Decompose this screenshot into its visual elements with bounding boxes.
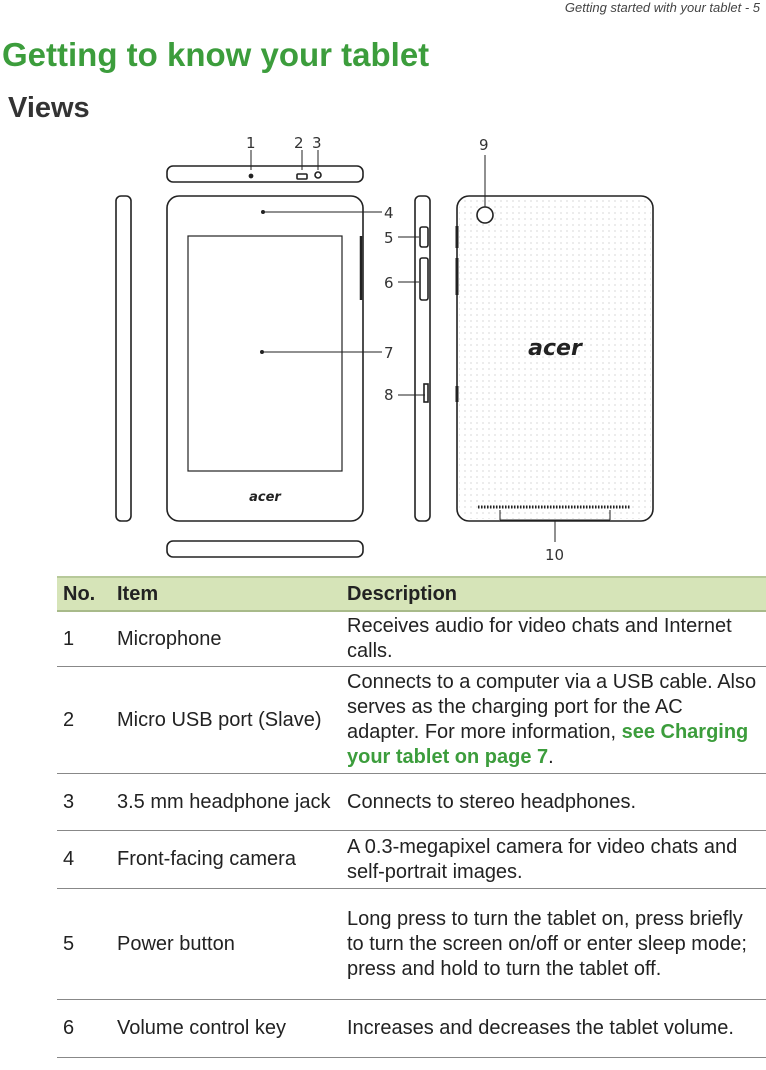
front-view [166, 195, 364, 522]
row-item: Microphone [111, 611, 341, 667]
table-row: 1 Microphone Receives audio for video ch… [57, 611, 766, 667]
row-no: 2 [57, 666, 111, 774]
row-description: A 0.3-megapixel camera for video chats a… [341, 830, 766, 889]
table-header-row: No. Item Description [57, 576, 766, 612]
callout-7: 7 [384, 344, 394, 362]
callout-10: 10 [545, 546, 564, 564]
description-text: Connects to a computer via a USB cable. … [347, 671, 757, 743]
row-item: Volume control key [111, 999, 341, 1058]
row-no: 3 [57, 773, 111, 831]
row-no: 5 [57, 888, 111, 1000]
right-side-view [414, 195, 431, 522]
table-row: 4 Front-facing camera A 0.3-megapixel ca… [57, 830, 766, 889]
row-item: Micro USB port (Slave) [111, 666, 341, 774]
callout-3: 3 [312, 134, 322, 152]
row-no: 6 [57, 999, 111, 1058]
row-description: Long press to turn the tablet on, press … [341, 888, 766, 1000]
running-header: Getting started with your tablet - 5 [564, 0, 760, 15]
row-no: 4 [57, 830, 111, 889]
row-description: Increases and decreases the tablet volum… [341, 999, 766, 1058]
callout-1: 1 [246, 134, 256, 152]
callout-6: 6 [384, 274, 394, 292]
bottom-edge-view [166, 540, 364, 558]
power-button [419, 226, 429, 248]
header-description: Description [341, 576, 766, 612]
header-item: Item [111, 576, 341, 612]
callout-2: 2 [294, 134, 304, 152]
callout-5: 5 [384, 229, 394, 247]
top-edge-view [166, 165, 364, 183]
table-row: 6 Volume control key Increases and decre… [57, 999, 766, 1058]
description-suffix: . [548, 746, 554, 768]
header-no: No. [57, 576, 111, 612]
callout-8: 8 [384, 386, 394, 404]
back-logo: acer [528, 336, 583, 361]
left-side-view [115, 195, 132, 522]
table-row: 5 Power button Long press to turn the ta… [57, 888, 766, 1000]
row-item: Power button [111, 888, 341, 1000]
row-item: Front-facing camera [111, 830, 341, 889]
volume-key [419, 257, 429, 301]
callout-4: 4 [384, 204, 394, 222]
row-item: 3.5 mm headphone jack [111, 773, 341, 831]
table-row: 2 Micro USB port (Slave) Connects to a c… [57, 666, 766, 774]
front-screen [187, 235, 343, 472]
page-title: Getting to know your tablet [2, 36, 430, 73]
front-logo: acer [249, 490, 282, 505]
tablet-views-diagram: 1 2 3 4 5 6 7 8 9 10 acer acer [115, 134, 654, 564]
callout-9: 9 [479, 136, 489, 154]
charging-link[interactable]: see Charging your tablet on page 7 [347, 721, 749, 768]
row-description: Receives audio for video chats and Inter… [341, 611, 766, 667]
rear-camera [476, 206, 494, 224]
table-row: 3 3.5 mm headphone jack Connects to ster… [57, 773, 766, 831]
row-description: Connects to stereo headphones. [341, 773, 766, 831]
row-no: 1 [57, 611, 111, 667]
row-description: Connects to a computer via a USB cable. … [341, 666, 766, 774]
items-table: No. Item Description 1 Microphone Receiv… [57, 576, 766, 1058]
section-heading: Views [8, 92, 90, 124]
